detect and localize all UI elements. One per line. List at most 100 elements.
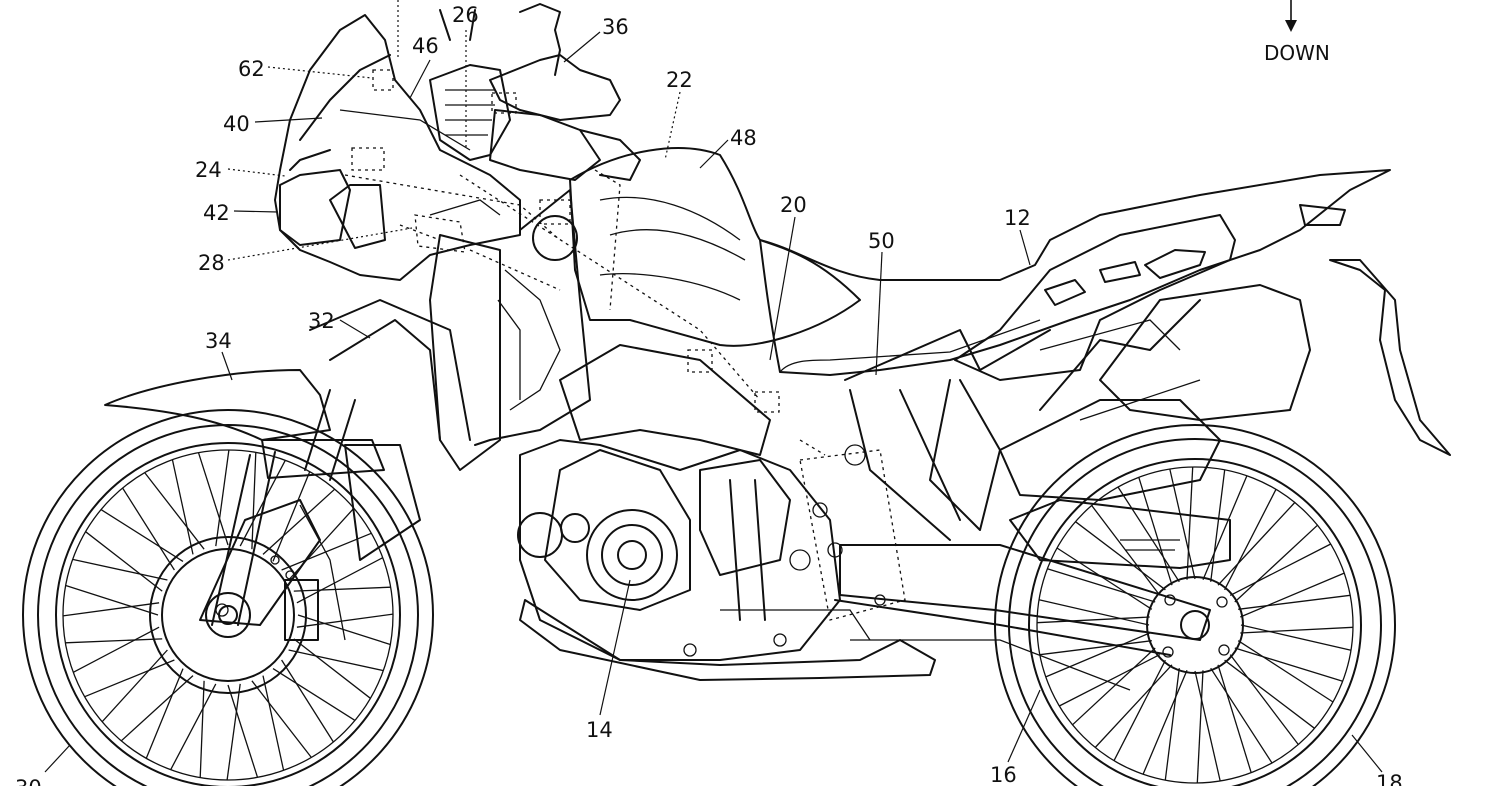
ref-label-42: 42 — [203, 201, 230, 225]
wheel-spoke — [62, 602, 160, 617]
wheel-spoke — [72, 558, 168, 581]
wheel-spoke — [1036, 616, 1150, 624]
wheel-spoke — [1217, 664, 1252, 773]
wheel-spoke — [215, 449, 230, 547]
wheel-spoke — [1240, 624, 1352, 651]
wheel-spoke — [1210, 469, 1226, 582]
ref-label-46: 46 — [412, 34, 439, 58]
wheel-spoke — [65, 584, 159, 616]
front-cowl — [274, 14, 521, 281]
wheel-spoke — [1169, 468, 1196, 580]
wheel-spoke — [1056, 547, 1153, 610]
wheel-spoke — [1164, 668, 1180, 781]
wheel-spoke — [170, 683, 217, 771]
wheel-spoke — [251, 452, 257, 550]
wheel-spoke — [297, 614, 391, 646]
wheel-spoke — [1117, 486, 1180, 583]
wheel-spoke — [1224, 659, 1315, 729]
wheel-spoke — [1194, 670, 1221, 782]
hidden-components — [344, 69, 780, 413]
wheel-spoke — [1075, 521, 1166, 591]
wheel-spoke — [239, 459, 286, 547]
wheel-spoke — [1238, 594, 1351, 610]
ref-label-12: 12 — [1004, 206, 1031, 230]
wheel-spoke — [199, 680, 205, 778]
wheel-spoke — [281, 659, 334, 743]
ref-label-18: 18 — [1376, 771, 1403, 786]
ref-label-48: 48 — [730, 126, 757, 150]
wheel-spoke — [1072, 647, 1156, 726]
wheel-spoke — [1234, 524, 1318, 603]
wheel-spoke — [296, 613, 394, 628]
ref-label-36: 36 — [602, 15, 629, 39]
side-shroud — [429, 189, 591, 471]
wheel-spoke — [101, 649, 168, 723]
wheel-spoke — [144, 472, 205, 550]
wheel-spoke — [1237, 640, 1334, 703]
ref-label-16: 16 — [990, 763, 1017, 786]
wheel-spoke — [1045, 632, 1150, 678]
direction-indicator: DOWN — [1264, 0, 1330, 65]
ref-label-40: 40 — [223, 112, 250, 136]
wheel-spoke — [171, 459, 194, 555]
ref-label-34: 34 — [205, 329, 232, 353]
wheel-spoke — [1186, 466, 1194, 580]
wheel-spoke — [1240, 572, 1345, 618]
wheel-spoke — [251, 680, 312, 758]
wheel-spoke — [1240, 626, 1354, 634]
wheel-spoke — [1039, 640, 1152, 656]
ref-label-28: 28 — [198, 251, 225, 275]
wheel-spoke — [293, 638, 371, 699]
wheel-spoke — [293, 586, 391, 592]
arrow-down-icon — [1285, 20, 1297, 32]
ref-label-30: 30 — [15, 776, 42, 786]
wheel-spoke — [65, 638, 163, 644]
ref-label-26: 26 — [452, 3, 479, 27]
front-fender — [104, 369, 331, 441]
ref-label-32: 32 — [308, 309, 335, 333]
engine — [517, 344, 936, 681]
wheel-spoke — [1217, 502, 1296, 586]
front-wheel — [22, 409, 434, 786]
wheel-spoke — [262, 488, 336, 555]
wheel-spoke — [72, 626, 160, 673]
seat — [759, 169, 1391, 376]
wheel-spoke — [1142, 670, 1188, 775]
leader-lines — [44, 0, 1383, 773]
frame — [309, 299, 1201, 541]
wheel-spoke — [1047, 568, 1156, 603]
wheel-spoke — [272, 668, 356, 721]
wheel-spoke — [1138, 477, 1173, 586]
direction-label: DOWN — [1264, 41, 1330, 65]
ref-label-62: 62 — [238, 57, 265, 81]
ref-label-50: 50 — [868, 229, 895, 253]
wheel-spoke — [100, 509, 184, 562]
wheel-spoke — [226, 683, 241, 781]
wheel-spoke — [1224, 489, 1277, 591]
wheel-spoke — [296, 557, 384, 604]
wheel-spoke — [197, 452, 229, 546]
ref-label-14: 14 — [586, 718, 613, 742]
wheel-spoke — [84, 659, 175, 698]
reference-labels: 62 40 24 42 28 32 34 46 26 36 22 48 20 5… — [15, 3, 1403, 786]
wheel-spoke — [1196, 670, 1204, 784]
ref-label-24: 24 — [195, 158, 222, 182]
wheel-spoke — [1094, 664, 1173, 748]
wheel-spoke — [122, 487, 175, 571]
wheel-spoke — [1229, 654, 1299, 745]
ref-label-20: 20 — [780, 193, 807, 217]
wheel-spoke — [262, 675, 285, 771]
wheel-spoke — [288, 649, 384, 672]
wheel-spoke — [227, 684, 259, 778]
wheel-spoke — [1229, 543, 1331, 596]
wheel-spoke — [1059, 654, 1161, 707]
wheel-spoke — [85, 531, 163, 592]
wheel-spoke — [145, 668, 184, 759]
wheel-spoke — [1113, 659, 1166, 761]
wheel-spoke — [120, 675, 194, 742]
rear-body — [954, 204, 1451, 501]
wheel-spoke — [272, 471, 311, 562]
handlebar-and-mirror — [429, 3, 641, 181]
front-fork — [199, 389, 421, 641]
